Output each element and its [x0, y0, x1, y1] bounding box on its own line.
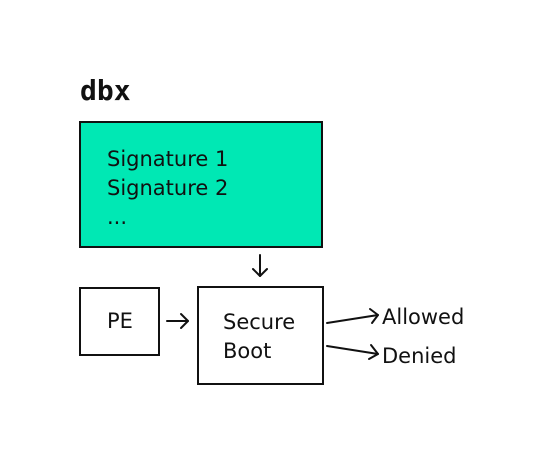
pe-label: PE — [107, 309, 133, 333]
dbx-signature-box: Signature 1 Signature 2 ... — [79, 121, 323, 248]
to-denied-arrow — [326, 344, 379, 360]
signature-item: Signature 1 — [107, 147, 229, 171]
secure-boot-label-line: Boot — [223, 339, 272, 363]
pe-to-secure-boot-arrow — [166, 313, 189, 329]
signature-item: Signature 2 — [107, 176, 229, 200]
denied-label: Denied — [382, 344, 457, 368]
secure-boot-box: Secure Boot — [197, 286, 324, 385]
dbx-title: dbx — [80, 74, 131, 107]
signature-list: Signature 1 Signature 2 ... — [107, 145, 228, 232]
dbx-to-secure-boot-arrow — [252, 254, 268, 277]
secure-boot-label-line: Secure — [223, 310, 296, 334]
pe-box: PE — [79, 287, 160, 356]
signature-ellipsis: ... — [107, 205, 128, 229]
secure-boot-label: Secure Boot — [223, 308, 295, 366]
to-allowed-arrow — [326, 308, 379, 324]
allowed-label: Allowed — [382, 305, 465, 329]
